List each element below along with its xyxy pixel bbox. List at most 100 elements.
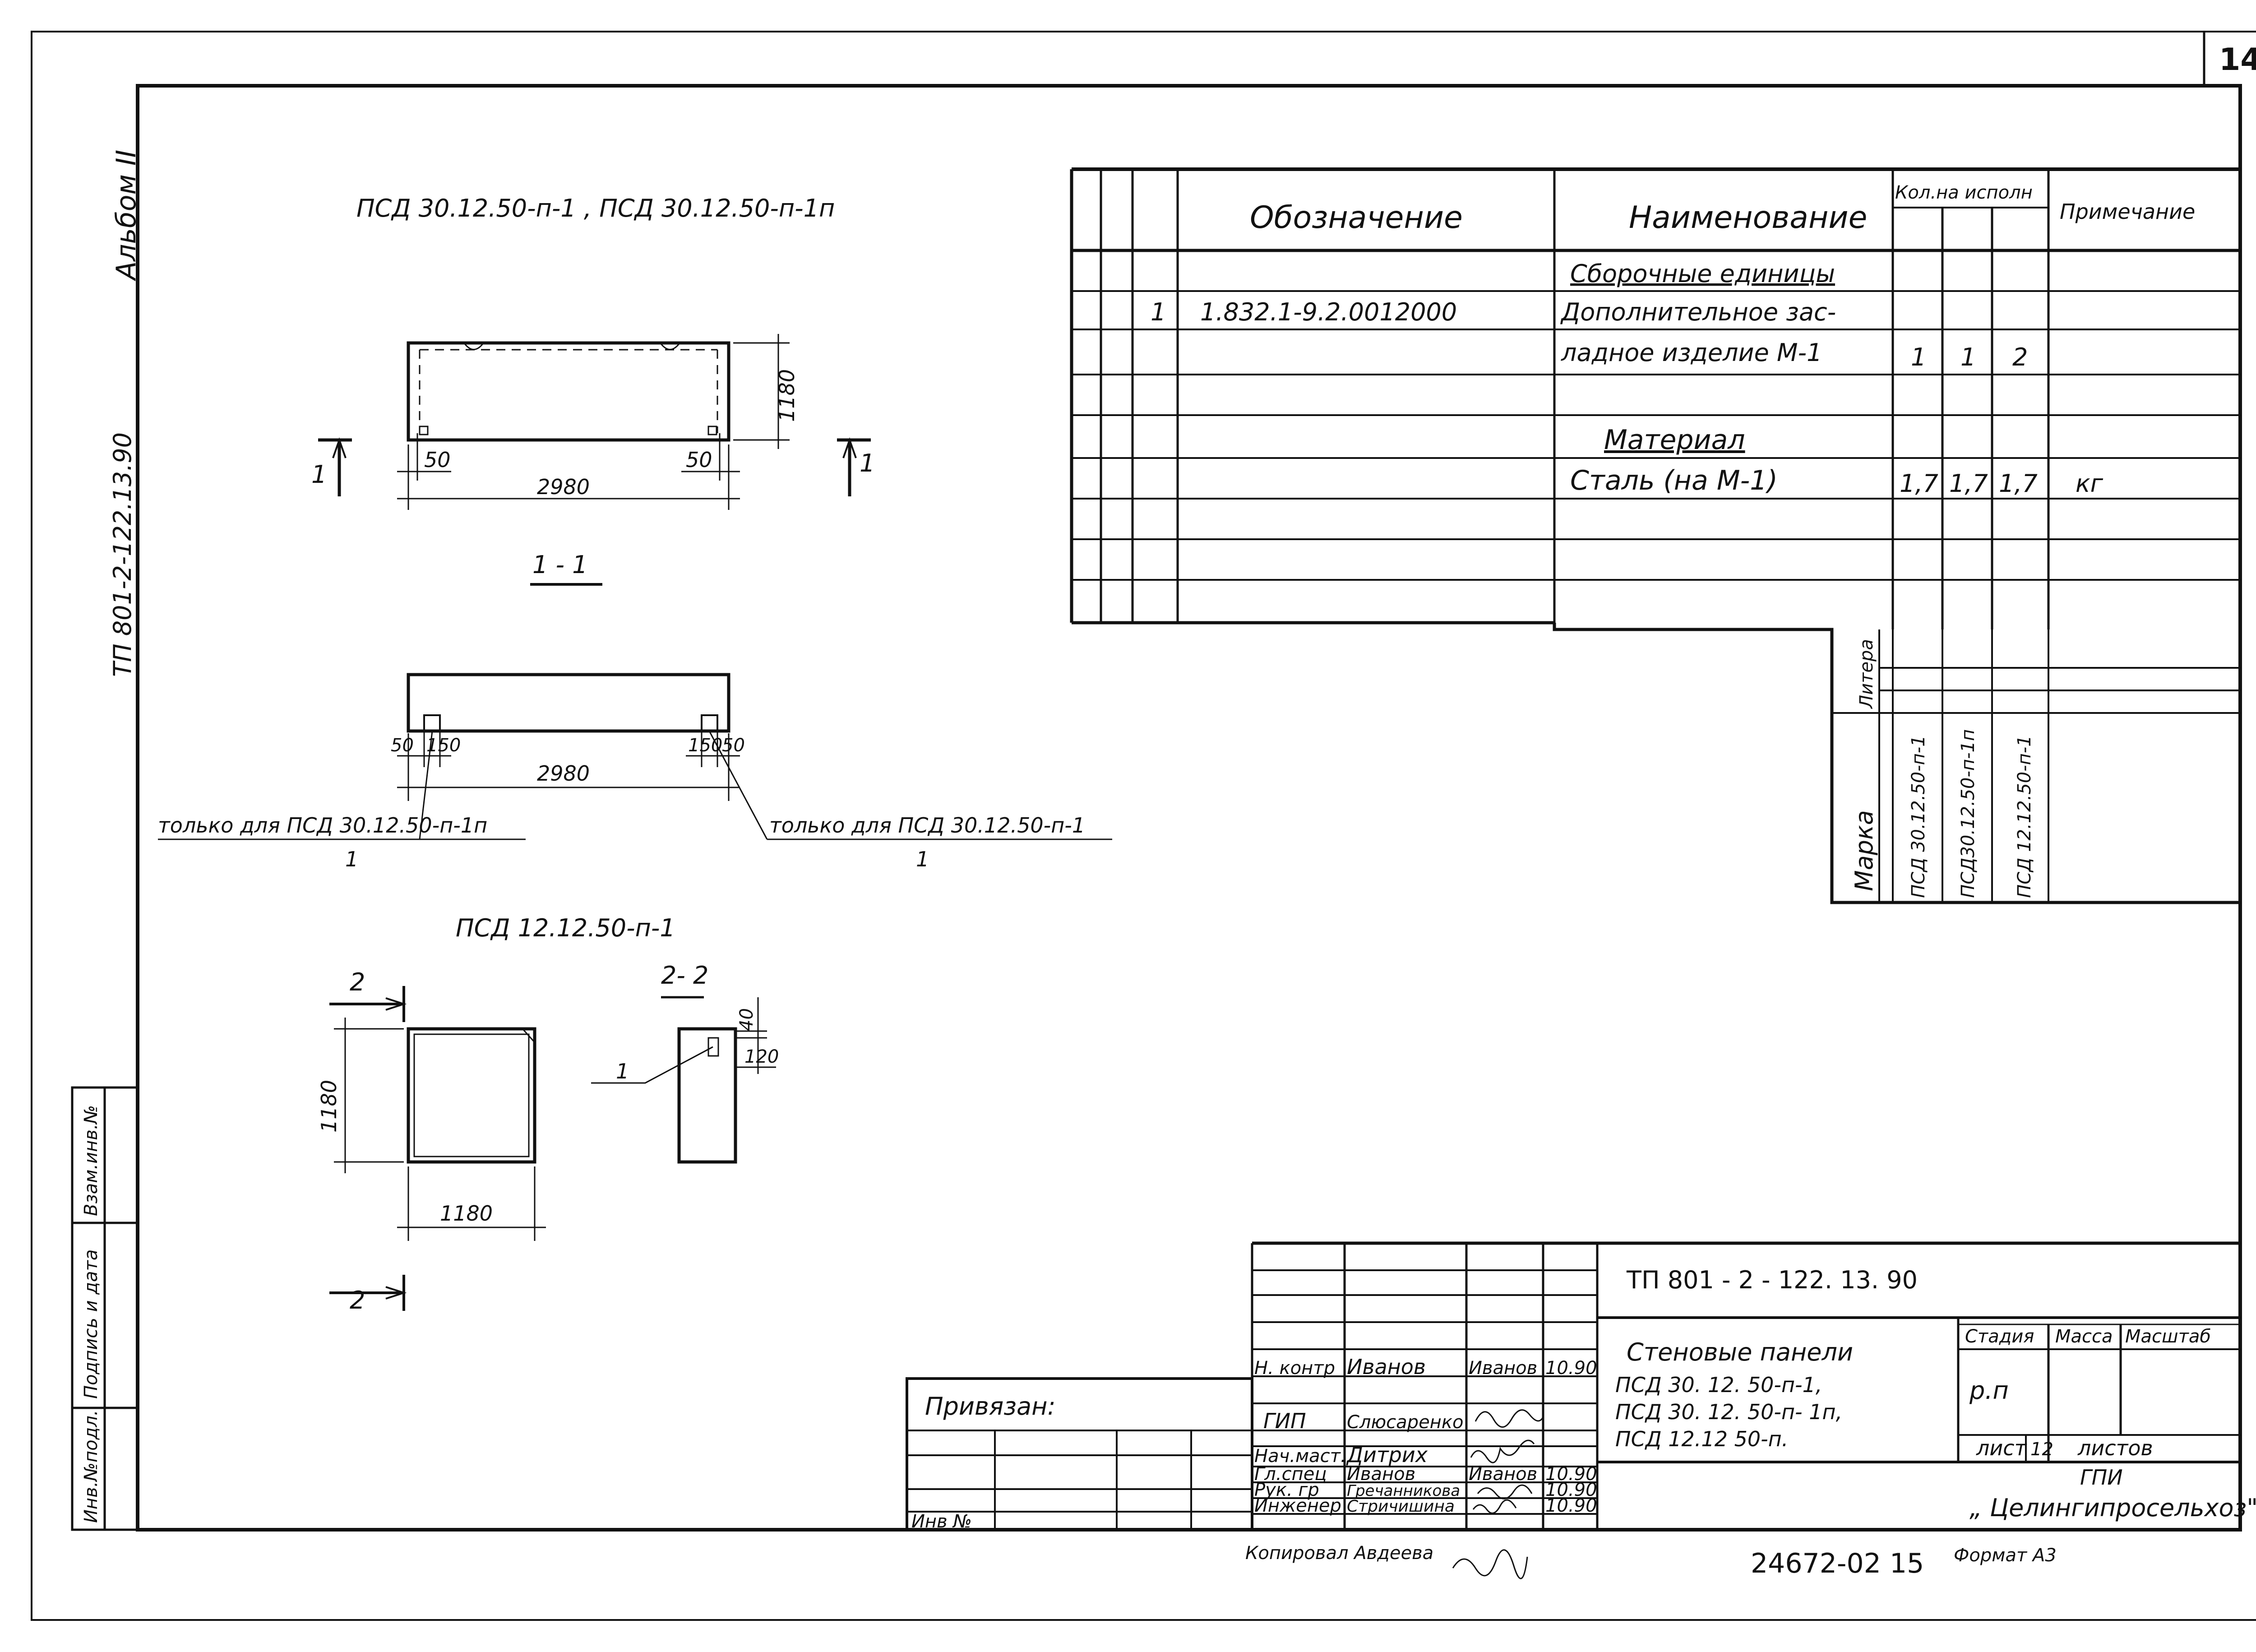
section-mark-right: 1 [860, 449, 875, 477]
sheet-label: лист [1976, 1436, 2027, 1460]
small-dim-width: 1180 [440, 1201, 493, 1226]
note-right-pos: 1 [916, 847, 929, 871]
sec11-dim-50-left: 50 [391, 735, 414, 756]
signer-name-1: Иванов [1347, 1355, 1426, 1379]
copied-label: Копировал Авдеева [1245, 1543, 1433, 1564]
signer-name-5: Гречанникова [1347, 1482, 1460, 1500]
row1-qty-2: 1 [1960, 343, 1976, 371]
title-line3: ПСД 30. 12. 50-п- 1п, [1615, 1400, 1842, 1424]
stamp-label-sign-date: Подпись и дата [81, 1249, 102, 1399]
stage-header: Стадия [1965, 1326, 2034, 1347]
section-2-2-title: 2- 2 [661, 961, 708, 990]
signer-sign-4: Иванов [1469, 1464, 1537, 1485]
signer-role-5: Рук. гр [1254, 1480, 1319, 1500]
header-name: Наименование [1629, 200, 1867, 236]
stage-value: р.п [1969, 1376, 2009, 1405]
sec22-dim-120: 120 [744, 1046, 779, 1067]
sec22-leader-pos: 1 [616, 1059, 629, 1083]
sec11-dim-50-right: 50 [722, 735, 745, 756]
inv-label: Инв № [911, 1511, 972, 1532]
signer-date-1: 10.90 [1545, 1358, 1597, 1379]
signer-sign-1: Иванов [1469, 1358, 1537, 1379]
row2-qty-1: 1,7 [1900, 469, 1938, 498]
marka-label: Марка [1850, 810, 1878, 891]
header-note: Примечание [2060, 199, 2195, 224]
stamp-label-inv: Инв.№подл. [81, 1410, 102, 1523]
mark-1: ПСД 30.12.50-п-1 [1908, 735, 1929, 898]
title-block-grid [906, 1241, 2240, 1531]
signer-date-4: 10.90 [1545, 1464, 1597, 1485]
signer-name-3: Дитрих [1346, 1443, 1428, 1467]
sec11-dim-150-left: 150 [426, 735, 461, 756]
doc-code: ТП 801 - 2 - 122. 13. 90 [1626, 1266, 1918, 1294]
sec11-dim-length: 2980 [537, 761, 590, 786]
left-stamp [71, 1086, 139, 1531]
section-1-1-drawing [158, 583, 1112, 840]
handwritten-signatures [1452, 1409, 1544, 1579]
header-qty: Кол.на исполн [1895, 182, 2033, 203]
scale-header: Масштаб [2125, 1326, 2211, 1347]
section-marks-1 [318, 437, 871, 496]
signer-role-4: Гл.спец [1254, 1464, 1327, 1485]
row1-qty-3: 2 [2012, 343, 2028, 371]
row1-name-line1: Дополнительное зас- [1560, 298, 1836, 326]
row1-pos: 1 [1151, 298, 1166, 326]
org-line2: „ Целингипросельхоз" [1969, 1494, 2256, 1522]
small-dim-height: 1180 [317, 1080, 341, 1133]
header-designation: Обозначение [1250, 200, 1463, 236]
row2-note: кг [2076, 469, 2103, 498]
signer-date-5: 10.90 [1545, 1480, 1597, 1500]
row1-qty-1: 1 [1911, 343, 1926, 371]
signer-name-4: Иванов [1347, 1464, 1415, 1485]
top-dim-50-right: 50 [686, 448, 712, 472]
format-label: Формат А3 [1954, 1545, 2057, 1566]
section-1-1-title: 1 - 1 [532, 551, 588, 579]
row2-qty-2: 1,7 [1949, 469, 1988, 498]
project-code-vertical: ТП 801-2-122.13.90 [108, 432, 137, 677]
title-line4: ПСД 12.12 50-п. [1615, 1427, 1788, 1451]
small-panel-drawing [329, 986, 546, 1311]
album-label: Альбом II [111, 150, 142, 282]
trim-border [31, 31, 2256, 1621]
section-assembly: Сборочные единицы [1570, 259, 1835, 288]
mass-header: Масса [2055, 1326, 2113, 1347]
section-2-2-drawing [591, 996, 776, 1164]
binding-label: Привязан: [925, 1392, 1056, 1421]
mark-3: ПСД 12.12.50-п-1 [2014, 735, 2035, 898]
row2-qty-3: 1,7 [1999, 469, 2038, 498]
top-dim-height: 1180 [775, 369, 799, 422]
cut-mark-bottom: 2 [350, 1286, 365, 1314]
sheet-number: 14 [2219, 42, 2256, 78]
signer-name-6: Стричишина [1347, 1497, 1455, 1516]
signers-block: Н. контр Иванов Иванов 10.90 ГИП Слюсаре… [1254, 1355, 1597, 1516]
top-drawing-title: ПСД 30.12.50-п-1 , ПСД 30.12.50-п-1п [356, 194, 835, 222]
sec22-dim-40: 40 [736, 1008, 757, 1031]
signer-role-6: Инженер [1254, 1495, 1341, 1516]
spec-table-grid [1070, 167, 2240, 904]
mark-2: ПСД30.12.50-п-1п [1958, 729, 1979, 898]
sec11-dim-150-right: 150 [688, 735, 722, 756]
row2-name: Сталь (на М-1) [1570, 465, 1778, 496]
row1-designation: 1.832.1-9.2.0012000 [1200, 298, 1457, 326]
signer-date-6: 10.90 [1545, 1495, 1597, 1516]
row1-name-line2: ладное изделие М-1 [1561, 338, 1822, 367]
signer-role-3: Нач.маст. [1254, 1446, 1346, 1467]
footer-number: 24672-02 15 [1751, 1548, 1924, 1579]
title-line2: ПСД 30. 12. 50-п-1, [1615, 1373, 1822, 1397]
note-left: только для ПСД 30.12.50-п-1п [158, 813, 487, 838]
top-panel-drawing [397, 334, 790, 510]
signer-role-1: Н. контр [1254, 1358, 1335, 1379]
section-mark-left: 1 [311, 460, 327, 489]
title-line1: Стеновые панели [1627, 1338, 1853, 1366]
cut-mark-top: 2 [350, 968, 365, 996]
note-left-pos: 1 [345, 847, 358, 871]
litera-label: Литера [1856, 639, 1877, 709]
sheets-label: листов [2077, 1436, 2153, 1460]
top-dim-length: 2980 [537, 475, 590, 499]
org-line1: ГПИ [2080, 1465, 2123, 1490]
signer-role-2: ГИП [1263, 1409, 1306, 1433]
section-material: Материал [1604, 424, 1745, 456]
sheet-value: 12 [2030, 1439, 2053, 1460]
stamp-label-replace: Взам.инв.№ [81, 1105, 102, 1216]
